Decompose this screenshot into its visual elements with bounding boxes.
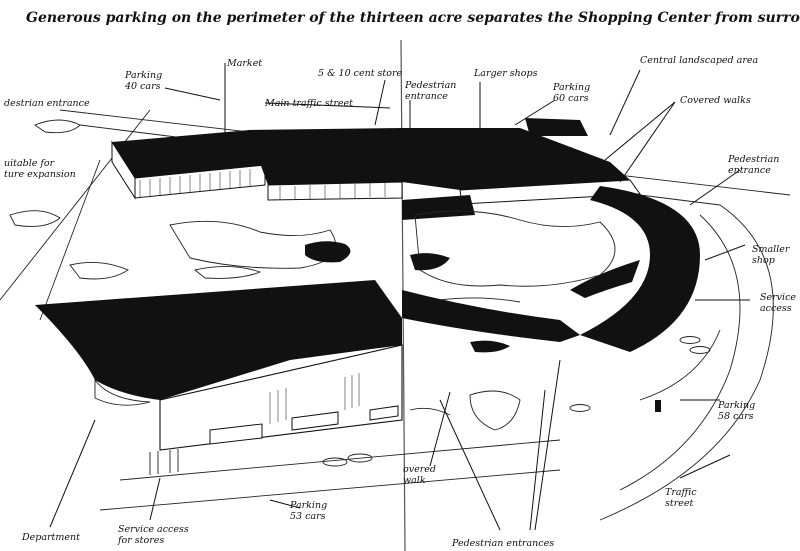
larger-shops-building — [402, 118, 641, 220]
label-covered-walk-bottom-line-2: walk — [403, 475, 426, 486]
label-parking-58-line-2: 58 cars — [718, 411, 754, 422]
label-pedestrian-entrances: Pedestrian entrances — [451, 538, 554, 549]
label-larger-shops: Larger shops — [473, 68, 538, 79]
label-smaller-shop-line-1: Smaller — [752, 244, 791, 255]
central-landscaped-area — [409, 210, 616, 431]
parked-cars — [149, 336, 711, 475]
label-future-expansion-line-2: ture expansion — [4, 169, 76, 180]
label-pedestrian-entrance-left: destrian entrance — [4, 98, 90, 109]
diagram-title: Generous parking on the perimeter of the… — [26, 10, 800, 26]
label-pedestrian-entrance-center-line-1: Pedestrian — [404, 80, 456, 91]
label-smaller-shop-line-2: shop — [752, 255, 775, 266]
label-parking-40-line-2: 40 cars — [124, 81, 161, 92]
label-pedestrian-entrance-center-line-2: entrance — [405, 91, 448, 102]
label-parking-60-line-1: Parking — [552, 82, 590, 93]
label-5-10-store: 5 & 10 cent store — [318, 68, 403, 79]
label-parking-53-line-2: 53 cars — [290, 511, 326, 522]
label-central-landscaped: Central landscaped area — [640, 55, 758, 66]
label-main-traffic-street: Main traffic street — [264, 98, 353, 109]
label-traffic-street-line-1: Traffic — [665, 487, 697, 498]
label-parking-60-line-2: 60 cars — [553, 93, 589, 104]
five-ten-store-building — [248, 128, 403, 201]
label-pedestrian-entrance-right-line-2: entrance — [728, 165, 771, 176]
landscape-left — [9, 119, 351, 280]
label-service-access-stores-line-2: for stores — [117, 535, 164, 546]
label-market: Market — [226, 58, 262, 69]
label-department: Department — [21, 532, 80, 543]
market-building — [111, 130, 266, 200]
label-covered-walks-top: Covered walks — [680, 95, 751, 106]
label-covered-walk-bottom-line-1: overed — [403, 464, 436, 475]
label-parking-53-line-1: Parking — [289, 500, 327, 511]
department-store-building — [35, 280, 403, 451]
label-future-expansion-line-1: uitable for — [4, 158, 56, 169]
label-parking-58-line-1: Parking — [717, 400, 755, 411]
label-service-access-right-line-2: access — [760, 303, 792, 314]
label-traffic-street-line-2: street — [665, 498, 693, 509]
covered-walk-ring — [402, 186, 700, 352]
leader-lines — [49, 63, 750, 531]
label-pedestrian-entrance-right-line-1: Pedestrian — [727, 154, 779, 165]
label-parking-40-line-1: Parking — [124, 70, 162, 81]
label-service-access-stores-line-1: Service access — [118, 524, 189, 535]
label-service-access-right-line-1: Service — [760, 292, 796, 303]
